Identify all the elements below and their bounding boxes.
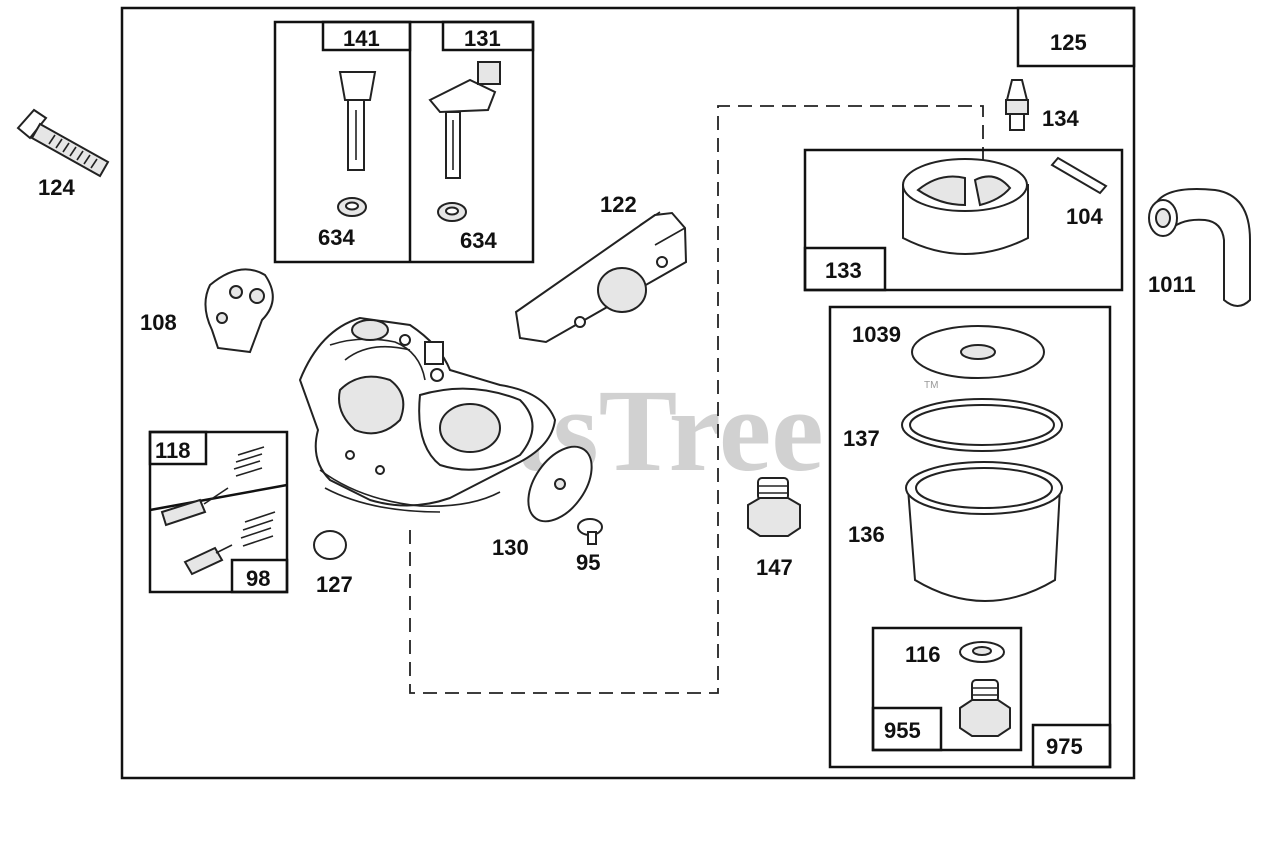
label-955: 955 bbox=[884, 718, 921, 743]
tag-975 bbox=[1031, 723, 1112, 769]
label-147: 147 bbox=[756, 555, 793, 580]
box-133 bbox=[803, 148, 1124, 292]
label-95: 95 bbox=[576, 550, 600, 575]
box-955 bbox=[871, 626, 1023, 752]
label-634a: 634 bbox=[318, 225, 355, 250]
label-975: 975 bbox=[1046, 734, 1083, 759]
float-needle-134 bbox=[1005, 79, 1029, 131]
label-108: 108 bbox=[140, 310, 177, 335]
label-116: 116 bbox=[905, 642, 941, 667]
label-137: 137 bbox=[843, 426, 880, 451]
tag-125 bbox=[1016, 6, 1136, 68]
gasket-1039 bbox=[911, 325, 1045, 379]
plate-108 bbox=[204, 268, 274, 354]
label-133: 133 bbox=[825, 258, 862, 283]
label-1039: 1039 bbox=[852, 322, 901, 347]
label-130: 130 bbox=[492, 535, 529, 560]
float-bowl-136 bbox=[905, 461, 1063, 602]
gasket-122 bbox=[514, 211, 688, 344]
float-133 bbox=[902, 158, 1029, 255]
label-104: 104 bbox=[1066, 204, 1103, 229]
washer-116 bbox=[959, 641, 1005, 663]
main-frame bbox=[120, 6, 1136, 780]
box-141-131 bbox=[273, 20, 535, 264]
tag-955 bbox=[871, 706, 943, 752]
label-122: 122 bbox=[600, 192, 637, 217]
box-975 bbox=[828, 305, 1112, 769]
carburetor-body bbox=[298, 316, 557, 513]
connector-dashed-line bbox=[409, 105, 984, 694]
label-118: 118 bbox=[155, 438, 191, 463]
screw-95 bbox=[577, 518, 603, 545]
label-131: 131 bbox=[464, 26, 501, 51]
tag-141 bbox=[321, 20, 412, 52]
fitting-147 bbox=[747, 477, 801, 537]
throttle-shaft-131 bbox=[428, 61, 501, 222]
throttle-plate-130 bbox=[527, 445, 593, 523]
o-ring-137 bbox=[901, 398, 1063, 452]
label-98: 98 bbox=[246, 566, 270, 591]
bolt-124 bbox=[16, 108, 110, 178]
mixture-screw-118 bbox=[160, 446, 265, 527]
float-pin-104 bbox=[1050, 156, 1108, 195]
welch-plug-127 bbox=[313, 530, 347, 560]
watermark-tm: TM bbox=[924, 380, 938, 391]
bowl-nut-955 bbox=[959, 679, 1011, 737]
label-124: 124 bbox=[38, 175, 75, 200]
tag-131 bbox=[441, 20, 535, 52]
label-127: 127 bbox=[316, 572, 353, 597]
tag-98 bbox=[230, 558, 289, 594]
label-1011: 1011 bbox=[1148, 272, 1196, 297]
choke-shaft-141 bbox=[337, 71, 377, 217]
label-125: 125 bbox=[1050, 30, 1087, 55]
label-634b: 634 bbox=[460, 228, 497, 253]
label-134: 134 bbox=[1042, 106, 1079, 131]
box-118-98 bbox=[148, 430, 289, 594]
label-141: 141 bbox=[343, 26, 380, 51]
label-136: 136 bbox=[848, 522, 885, 547]
idle-screw-98 bbox=[183, 511, 276, 576]
tag-118 bbox=[148, 430, 208, 466]
fuel-hose-1011 bbox=[1148, 188, 1251, 307]
tag-133 bbox=[803, 246, 887, 292]
